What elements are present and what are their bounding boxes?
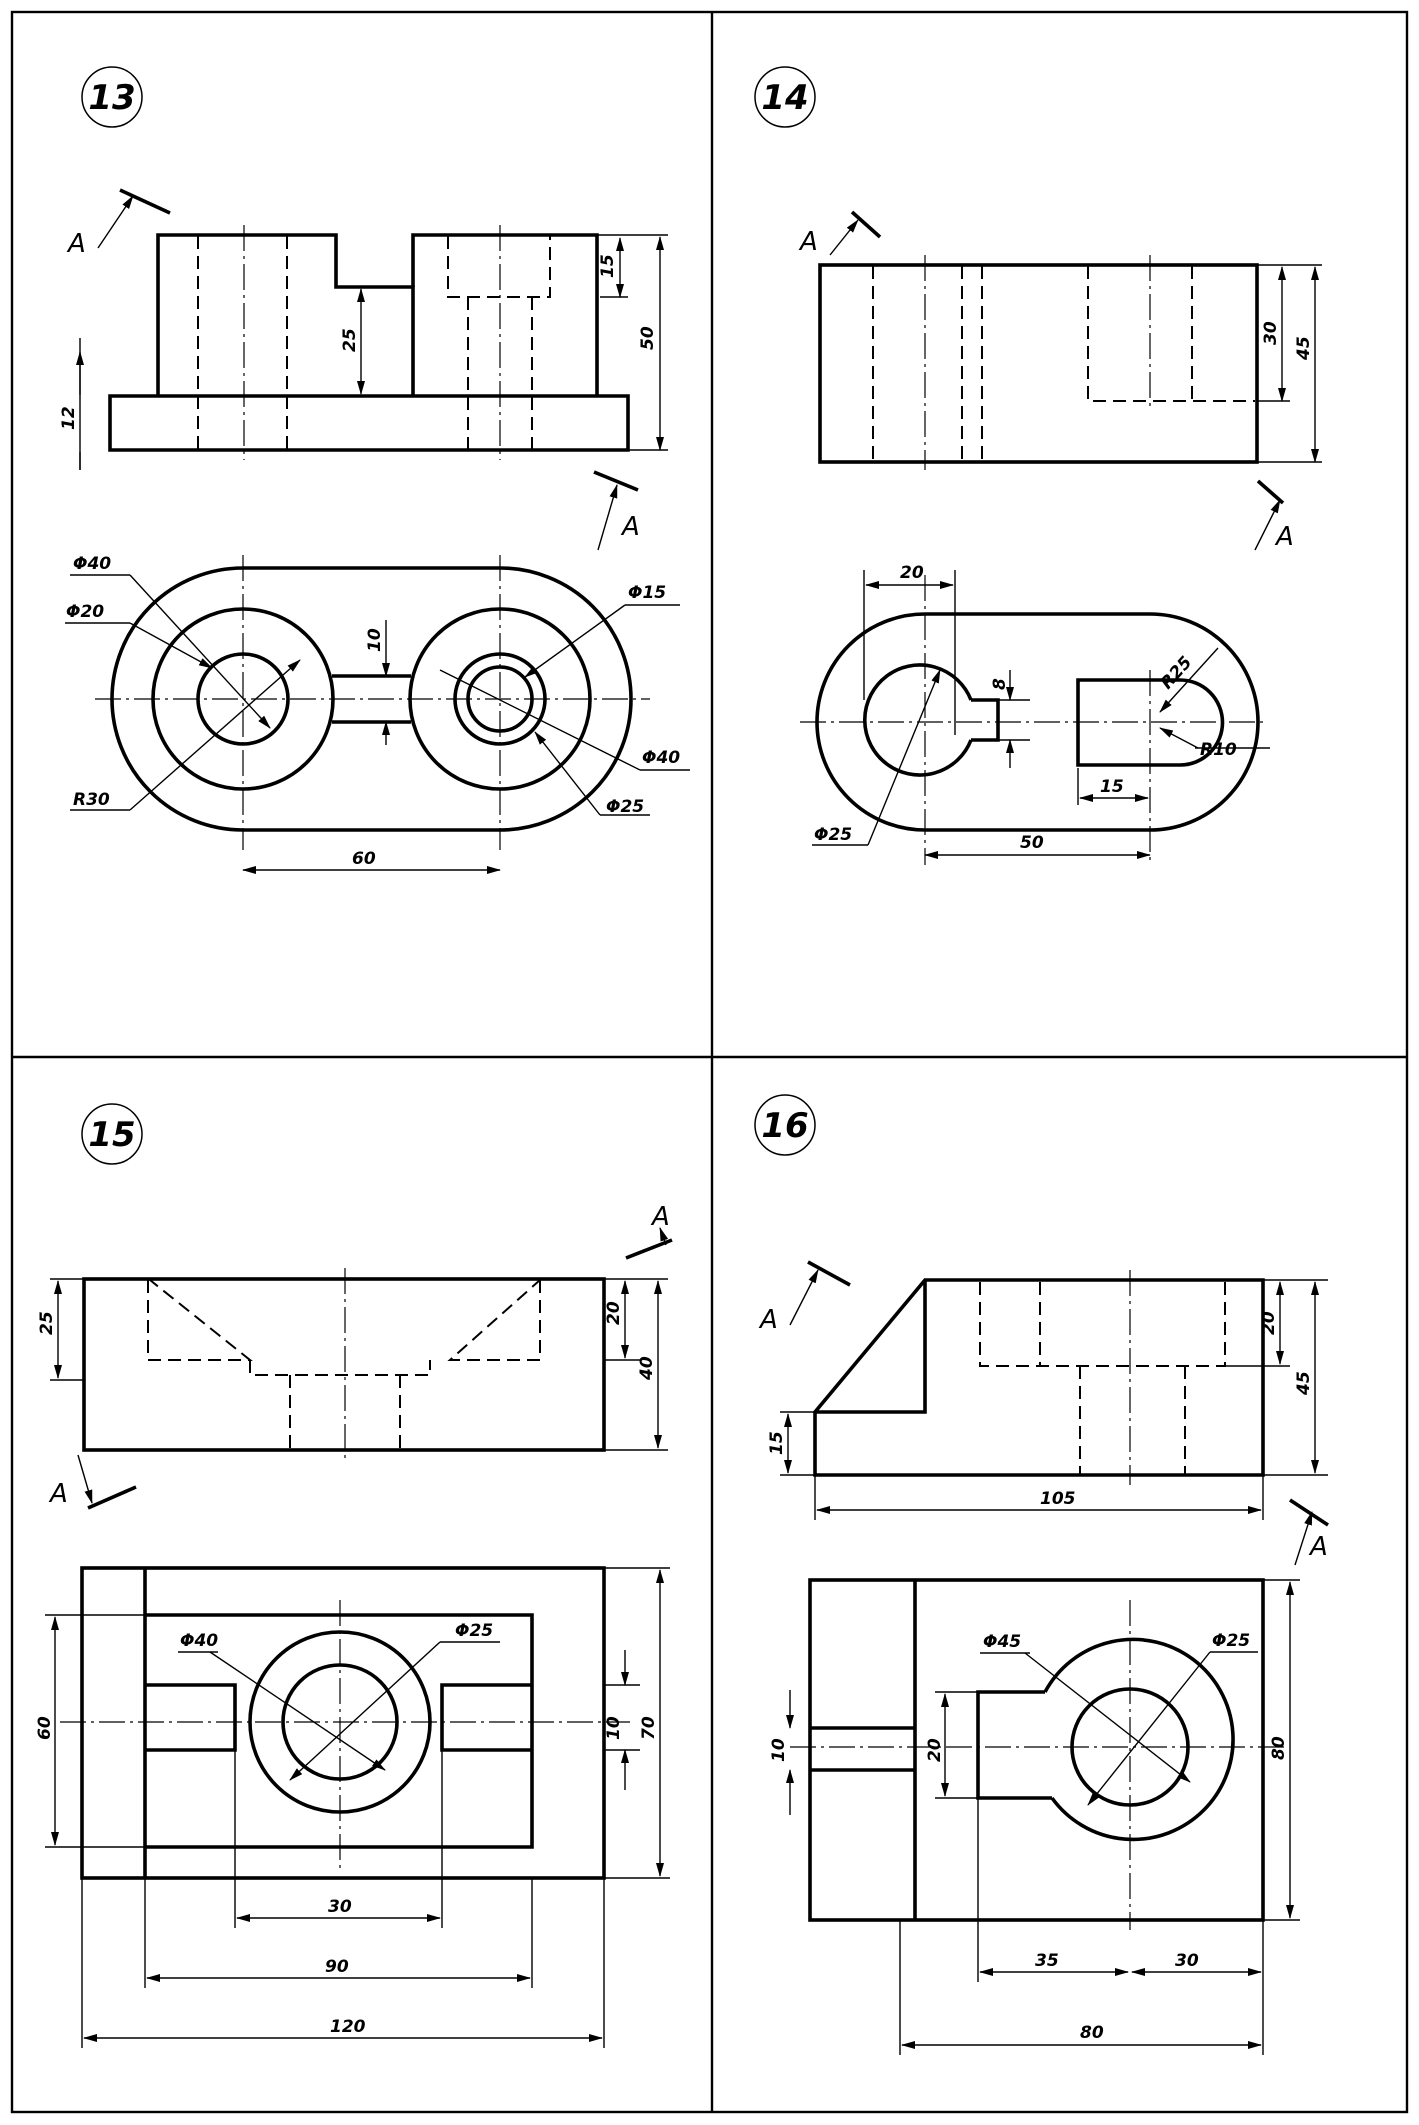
cut-label: A xyxy=(66,229,86,259)
cut-label: A xyxy=(758,1305,778,1335)
section-mark-top: A xyxy=(66,188,171,259)
sheet-border xyxy=(10,10,1409,2114)
dim-r25: R25 xyxy=(1157,653,1196,694)
exercise-15: 15 A A 25 20 4 xyxy=(35,1103,673,2048)
dim-10: 10 xyxy=(769,1738,789,1762)
front-view: 30 45 xyxy=(818,255,1322,470)
dim-d25: Φ25 xyxy=(814,825,852,845)
dim-80b: 80 xyxy=(1080,2023,1104,2043)
exercise-number-16: 16 xyxy=(754,1094,816,1156)
dim-d40: Φ40 xyxy=(180,1631,218,1651)
dim-10: 10 xyxy=(604,1716,624,1740)
dim-60: 60 xyxy=(35,1716,55,1740)
dim-105: 105 xyxy=(1040,1489,1076,1509)
dim-35: 35 xyxy=(1035,1951,1059,1971)
section-mark-bottom: A xyxy=(1289,1498,1329,1566)
dim-90: 90 xyxy=(325,1957,349,1977)
dim-80: 80 xyxy=(1269,1736,1289,1760)
dim-d20: Φ20 xyxy=(66,602,104,622)
exercise-number-label: 16 xyxy=(761,1106,808,1146)
dim-20: 20 xyxy=(900,563,924,583)
front-view: 15 20 45 105 xyxy=(767,1270,1328,1520)
dim-r10: R10 xyxy=(1200,740,1237,760)
dim-r30: R30 xyxy=(73,790,110,810)
exercise-16: 16 A A 15 20 4 xyxy=(754,1094,1329,2055)
dim-15: 15 xyxy=(1100,777,1124,797)
exercise-number-14: 14 xyxy=(754,66,816,128)
top-view: 20 8 R25 R10 15 50 Φ25 xyxy=(800,563,1270,865)
dim-d15: Φ15 xyxy=(628,583,666,603)
dim-d25: Φ25 xyxy=(1212,1631,1250,1651)
exercise-number-label: 15 xyxy=(88,1115,135,1155)
cut-label: A xyxy=(650,1202,670,1232)
dim-15: 15 xyxy=(767,1431,787,1455)
dim-12: 12 xyxy=(59,406,79,430)
exercise-number-15: 15 xyxy=(81,1103,143,1165)
cut-label: A xyxy=(620,512,640,542)
section-mark-top: A xyxy=(798,210,882,257)
dim-30: 30 xyxy=(1261,321,1281,345)
dim-20: 20 xyxy=(1259,1311,1279,1335)
exercise-number-label: 14 xyxy=(761,78,808,118)
exercise-number-label: 13 xyxy=(88,78,135,118)
dim-120: 120 xyxy=(330,2017,366,2037)
cut-label: A xyxy=(48,1479,68,1509)
dim-40: 40 xyxy=(637,1356,657,1381)
exercise-14: 14 A A 30 45 xyxy=(754,66,1322,865)
dim-30: 30 xyxy=(1175,1951,1199,1971)
section-mark-bottom: A xyxy=(593,470,640,551)
section-mark-bottom: A xyxy=(1254,479,1294,552)
dim-d25: Φ25 xyxy=(606,797,644,817)
dim-8: 8 xyxy=(990,678,1010,690)
dim-25: 25 xyxy=(340,328,360,352)
exercise-number-13: 13 xyxy=(81,66,143,128)
dim-d40b: Φ40 xyxy=(642,748,680,768)
section-mark-bottom: A xyxy=(48,1454,137,1510)
cut-label: A xyxy=(798,227,818,257)
dim-50: 50 xyxy=(638,326,658,350)
dim-60: 60 xyxy=(352,849,376,869)
top-view: Φ40 Φ25 60 10 70 30 90 xyxy=(35,1566,670,2048)
dim-d25: Φ25 xyxy=(455,1621,493,1641)
top-view: Φ45 Φ25 10 20 80 35 30 80 xyxy=(769,1578,1300,2055)
dim-30: 30 xyxy=(328,1897,352,1917)
dim-10: 10 xyxy=(365,628,385,652)
dim-70: 70 xyxy=(639,1716,659,1740)
dim-d40: Φ40 xyxy=(73,554,111,574)
dim-d45: Φ45 xyxy=(983,1632,1021,1652)
cut-label: A xyxy=(1308,1532,1328,1562)
dim-25: 25 xyxy=(37,1311,57,1335)
section-mark-top: A xyxy=(625,1202,673,1260)
exercise-13: 13 A A 12 xyxy=(59,66,690,874)
top-view: Φ40 Φ20 R30 Φ15 Φ40 Φ25 10 60 xyxy=(65,554,690,874)
cut-label: A xyxy=(1274,522,1294,552)
section-mark-top: A xyxy=(758,1260,851,1335)
dim-50: 50 xyxy=(1020,833,1044,853)
front-view: 12 25 15 50 xyxy=(59,225,668,470)
dim-15: 15 xyxy=(598,254,618,278)
dim-45: 45 xyxy=(1294,1371,1314,1396)
front-view: 25 20 40 xyxy=(37,1268,668,1460)
dim-20: 20 xyxy=(925,1738,945,1762)
dim-20: 20 xyxy=(604,1301,624,1325)
dim-45: 45 xyxy=(1294,336,1314,361)
